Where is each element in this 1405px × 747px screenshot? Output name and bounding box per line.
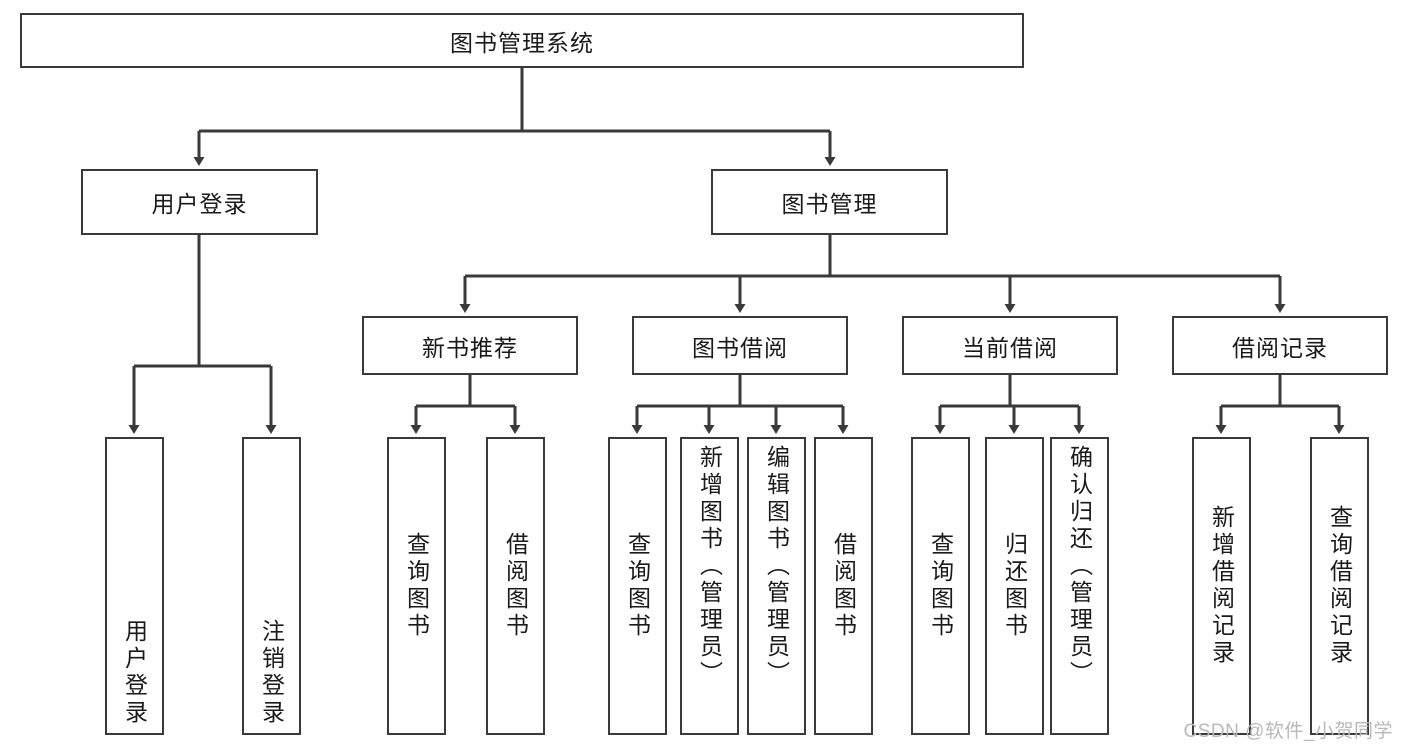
node-label: 用户登录	[151, 191, 248, 217]
node-current-borrowing[interactable]: 当前借阅	[902, 316, 1118, 375]
node-leaf[interactable]: 确认归还（管理员）	[1050, 437, 1109, 735]
node-label: 注销登录	[258, 619, 285, 727]
node-leaf[interactable]: 编辑图书（管理员）	[747, 437, 806, 735]
node-label: 借阅记录	[1232, 334, 1328, 361]
node-leaf[interactable]: 注销登录	[242, 437, 301, 735]
node-label: 图书管理	[781, 191, 878, 217]
node-leaf[interactable]: 查询图书	[911, 437, 970, 735]
node-leaf[interactable]: 新增图书（管理员）	[680, 437, 739, 735]
node-label: 借阅图书	[502, 532, 529, 640]
node-leaf[interactable]: 用户登录	[105, 437, 164, 735]
node-label: 图书管理系统	[450, 29, 594, 56]
node-book-management[interactable]: 图书管理	[711, 169, 948, 235]
node-label: 查询图书	[403, 532, 430, 640]
node-leaf[interactable]: 借阅图书	[486, 437, 545, 735]
node-borrowing-records[interactable]: 借阅记录	[1172, 316, 1388, 375]
node-leaf[interactable]: 查询图书	[608, 437, 667, 735]
node-label: 用户登录	[121, 619, 148, 727]
node-label: 查询图书	[927, 532, 954, 640]
node-leaf[interactable]: 归还图书	[985, 437, 1044, 735]
node-leaf[interactable]: 查询借阅记录	[1310, 437, 1369, 735]
node-leaf[interactable]: 借阅图书	[814, 437, 873, 735]
node-label: 查询图书	[624, 532, 651, 640]
node-root-system[interactable]: 图书管理系统	[20, 13, 1024, 68]
node-label: 编辑图书（管理员）	[763, 445, 790, 688]
node-label: 当前借阅	[962, 334, 1058, 361]
csdn-watermark: CSDN @软件_小贺同学	[1183, 721, 1393, 742]
node-user-login[interactable]: 用户登录	[81, 169, 318, 235]
node-label: 查询借阅记录	[1326, 505, 1353, 667]
node-label: 新增借阅记录	[1208, 505, 1235, 667]
node-label: 归还图书	[1001, 532, 1028, 640]
node-leaf[interactable]: 新增借阅记录	[1192, 437, 1251, 735]
node-label: 确认归还（管理员）	[1066, 445, 1093, 688]
node-label: 新增图书（管理员）	[696, 445, 723, 688]
node-label: 借阅图书	[830, 532, 857, 640]
node-label: 图书借阅	[692, 334, 788, 361]
node-new-book-recommendation[interactable]: 新书推荐	[362, 316, 578, 375]
node-book-borrowing[interactable]: 图书借阅	[632, 316, 848, 375]
node-label: 新书推荐	[422, 334, 518, 361]
node-leaf[interactable]: 查询图书	[387, 437, 446, 735]
